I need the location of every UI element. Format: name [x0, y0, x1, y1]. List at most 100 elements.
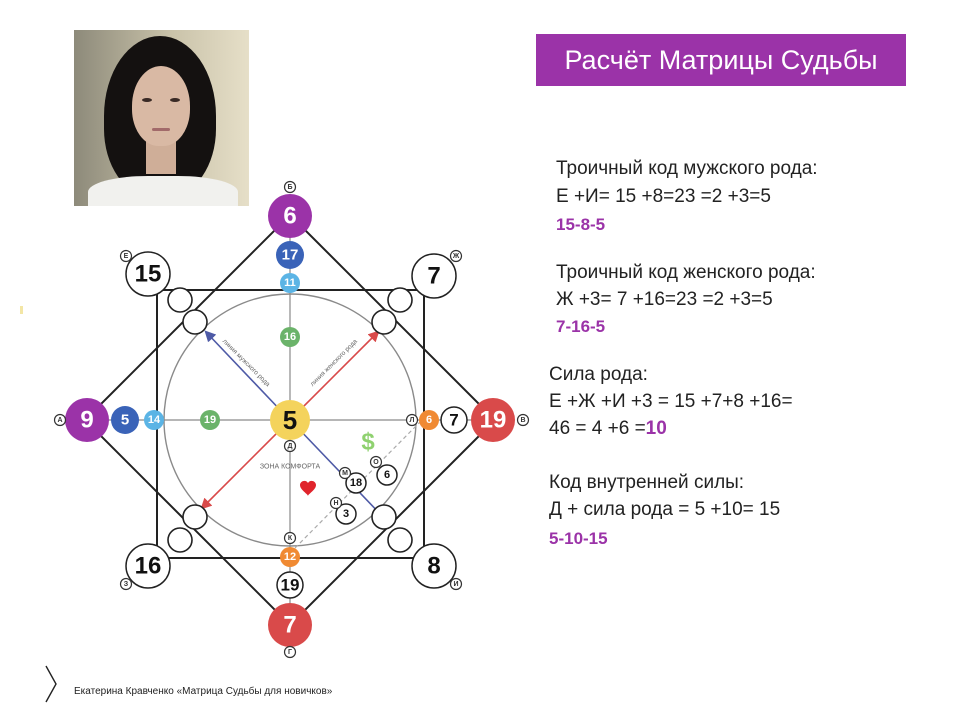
- ancestral-point-2: [387, 287, 413, 313]
- ancestral-point-4: [167, 527, 193, 553]
- letter-n-badge: [329, 496, 343, 510]
- right-letter-badge: [516, 413, 530, 427]
- family-power-heading: Сила рода:: [549, 364, 648, 385]
- left-outer-circle: [65, 398, 109, 442]
- corner-br-circle: [411, 543, 457, 589]
- bottom-letter-text: Г: [288, 649, 292, 656]
- presenter-video-feed: [74, 30, 249, 206]
- corner-tr-letter-text: Ж: [452, 253, 460, 260]
- webcam-eye: [142, 98, 152, 102]
- corner-tl-letter-text: Е: [124, 253, 129, 260]
- money-point-label: 6: [384, 469, 390, 481]
- letter-o-text: О: [373, 459, 379, 466]
- bottom-third-circle: [280, 547, 300, 567]
- karma-point-label: 3: [343, 508, 349, 520]
- left-letter-text: А: [57, 417, 62, 424]
- ancestral-point-5: [182, 504, 208, 530]
- right-outer-circle: [471, 398, 515, 442]
- bottom-inner-letter-text: К: [288, 535, 293, 542]
- inner-power-heading: Код внутренней силы:: [549, 472, 745, 493]
- family-power-value: 10: [645, 418, 667, 439]
- corner-br-letter-badge: [449, 577, 463, 591]
- bottom-outer-circle: [268, 603, 312, 647]
- top-second-circle: [276, 241, 304, 269]
- lower-left-arrow: [200, 425, 285, 510]
- top-letter-badge: [283, 180, 297, 194]
- inner-power-formula: Д + сила рода = 5 +10= 15: [549, 499, 781, 520]
- top-outer-circle: [268, 194, 312, 238]
- corner-bl-letter-badge: [119, 577, 133, 591]
- heart-icon: [300, 480, 316, 496]
- left-fourth-circle: [200, 410, 220, 430]
- right-inner-letter-text: Л: [410, 417, 415, 424]
- webcam-shirt: [88, 176, 238, 206]
- family-power-result: 46 = 4 +6 =10: [549, 418, 667, 439]
- webcam-eye: [170, 98, 180, 102]
- left-fourth-label: 19: [204, 414, 216, 426]
- corner-bl-label: 16: [135, 553, 162, 580]
- top-fourth-circle: [280, 327, 300, 347]
- right-third-label: 6: [426, 414, 432, 426]
- corner-bl-circle: [125, 543, 171, 589]
- webcam-face: [132, 66, 190, 146]
- letter-m-text: М: [342, 470, 348, 477]
- right-inner-letter-badge: [405, 413, 419, 427]
- left-second-label: 5: [121, 412, 129, 429]
- male-code-value: 15-8-5: [556, 215, 606, 234]
- left-second-circle: [111, 406, 139, 434]
- top-third-label: 11: [284, 277, 296, 289]
- left-letter-badge: [53, 413, 67, 427]
- bottom-inner-letter-badge: [283, 531, 297, 545]
- side-mark: [20, 306, 23, 314]
- female-code-heading: Троичный код женского рода:: [556, 262, 816, 283]
- bottom-second-circle: [276, 571, 304, 599]
- left-third-label: 14: [148, 414, 161, 426]
- center-letter-badge: [283, 439, 297, 453]
- corner-tr-label: 7: [427, 263, 440, 290]
- dollar-icon: $: [361, 429, 375, 456]
- money-dashed-line: [294, 419, 423, 549]
- female-line-label: линия женского рода: [309, 338, 359, 388]
- male-line-arrow: [204, 330, 285, 415]
- ancestral-point-0: [167, 287, 193, 313]
- female-code-formula: Ж +3= 7 +16=23 =2 +3=5: [556, 289, 773, 310]
- money-point-circle: [376, 464, 398, 486]
- bottom-outer-label: 7: [283, 612, 296, 639]
- male-line-label: линия мужского рода: [221, 338, 272, 389]
- webcam-mouth: [152, 128, 170, 131]
- right-outer-label: 19: [480, 407, 507, 434]
- love-point-label: 18: [350, 477, 362, 489]
- ancestral-point-6: [387, 527, 413, 553]
- top-third-circle: [280, 273, 300, 293]
- corner-tr-letter-badge: [449, 249, 463, 263]
- bottom-letter-badge: [283, 645, 297, 659]
- right-second-label: 7: [449, 411, 458, 430]
- male-code-heading: Троичный код мужского рода:: [556, 158, 818, 179]
- right-third-circle: [419, 410, 439, 430]
- corner-tl-label: 15: [135, 261, 162, 288]
- top-letter-text: Б: [287, 184, 292, 191]
- female-line-arrow: [295, 330, 380, 415]
- center-point-circle: [270, 400, 310, 440]
- chevron-logo-icon: [45, 665, 57, 703]
- top-outer-label: 6: [283, 203, 296, 230]
- ancestral-point-1: [182, 309, 208, 335]
- corner-br-letter-text: И: [453, 581, 458, 588]
- slide-title: Расчёт Матрицы Судьбы: [536, 34, 906, 86]
- corner-tl-circle: [125, 251, 171, 297]
- bottom-third-label: 12: [284, 551, 296, 563]
- corner-br-label: 8: [427, 553, 440, 580]
- right-letter-text: В: [520, 417, 525, 424]
- top-fourth-label: 16: [284, 331, 296, 343]
- ancestral-point-3: [371, 309, 397, 335]
- ancestral-point-7: [371, 504, 397, 530]
- corner-tr-circle: [411, 253, 457, 299]
- left-third-circle: [144, 410, 164, 430]
- family-power-formula: Е +Ж +И +3 = 15 +7+8 +16=: [549, 391, 793, 412]
- karma-point-circle: [335, 503, 357, 525]
- left-outer-label: 9: [80, 407, 93, 434]
- corner-bl-letter-text: З: [124, 581, 129, 588]
- male-code-formula: Е +И= 15 +8=23 =2 +3=5: [556, 186, 771, 207]
- comfort-zone-label: ЗОНА КОМФОРТА: [260, 464, 321, 471]
